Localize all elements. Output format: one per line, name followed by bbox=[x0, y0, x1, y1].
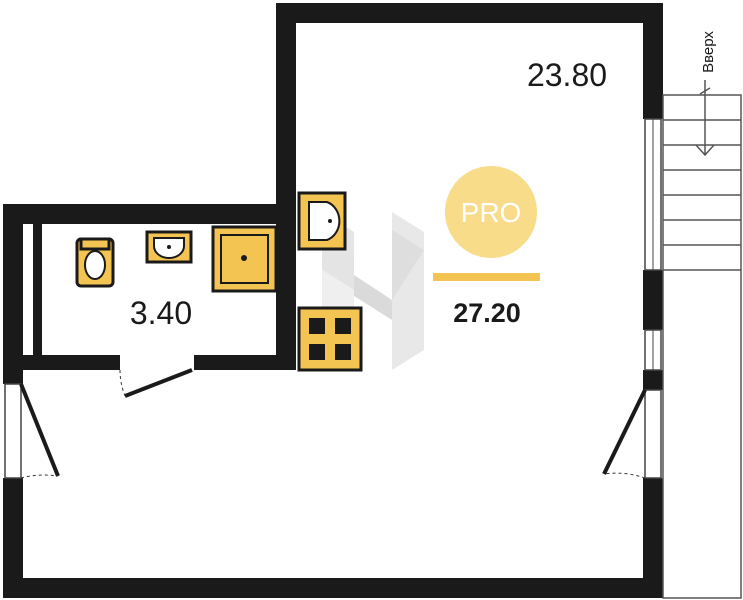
balcony-door-right[interactable] bbox=[602, 389, 662, 479]
shower-tray-icon bbox=[211, 225, 278, 293]
kitchen-sink-icon bbox=[297, 191, 347, 251]
stairs-label: Вверх bbox=[700, 31, 717, 73]
window-right-upper bbox=[644, 118, 662, 271]
sink-icon bbox=[145, 230, 193, 264]
total-area-underline bbox=[433, 273, 540, 281]
bathroom-door[interactable] bbox=[119, 368, 193, 398]
pro-badge-text: PRO bbox=[461, 197, 522, 228]
living-area-label: 23.80 bbox=[527, 57, 607, 93]
cooktop-icon bbox=[297, 306, 363, 372]
entry-door-left[interactable] bbox=[4, 383, 60, 479]
walls bbox=[3, 3, 663, 598]
window-right-middle bbox=[644, 329, 662, 371]
staircase[interactable] bbox=[662, 80, 742, 599]
total-area-label: 27.20 bbox=[453, 298, 521, 328]
pro-badge: PRO bbox=[445, 166, 537, 258]
toilet-icon bbox=[75, 237, 115, 288]
bathroom-area-label: 3.40 bbox=[130, 295, 192, 331]
